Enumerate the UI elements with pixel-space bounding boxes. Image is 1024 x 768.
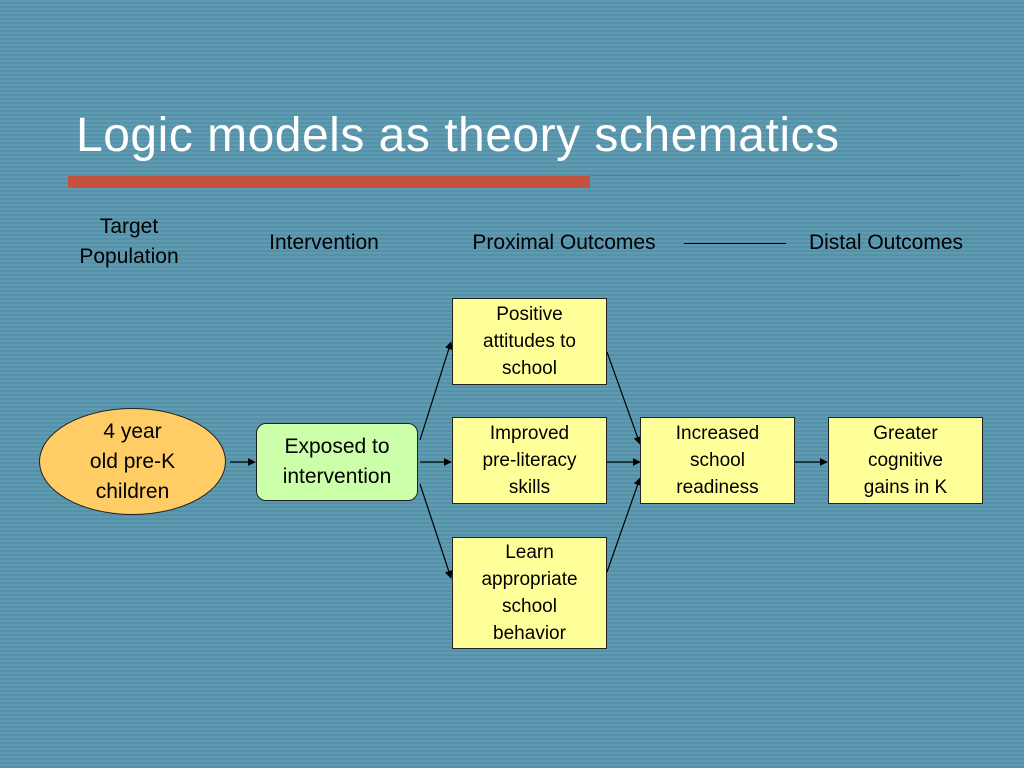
- arrow-exposed-to-behavior: [419, 483, 453, 579]
- node-target-population: 4 year old pre-K children: [39, 408, 226, 515]
- title-underline-thick: [68, 176, 590, 188]
- node-intervention: Exposed to intervention: [256, 423, 418, 501]
- node-school-readiness: Increased school readiness: [640, 417, 795, 504]
- node-cognitive-gains: Greater cognitive gains in K: [828, 417, 983, 504]
- node-positive-attitudes: Positive attitudes to school: [452, 298, 607, 385]
- node-pre-literacy-label: Improved pre-literacy skills: [482, 423, 577, 498]
- header-distal-outcomes: Distal Outcomes: [808, 231, 964, 254]
- header-target-population: Target Population: [79, 215, 179, 268]
- node-school-readiness-label: Increased school readiness: [675, 423, 760, 498]
- node-target-population-label: 4 year old pre-K children: [89, 419, 176, 503]
- arrow-exposed-to-attitudes: [419, 341, 453, 441]
- header-connector-line: [684, 243, 786, 244]
- node-cognitive-gains-label: Greater cognitive gains in K: [863, 423, 948, 498]
- node-school-behavior-label: Learn appropriate school behavior: [481, 542, 578, 644]
- node-intervention-label: Exposed to intervention: [282, 435, 392, 488]
- title-underline-thin: [590, 175, 960, 176]
- arrow-attitudes-to-readiness: [606, 351, 642, 445]
- node-positive-attitudes-label: Positive attitudes to school: [483, 304, 576, 379]
- header-proximal-outcomes: Proximal Outcomes: [472, 231, 656, 254]
- header-intervention: Intervention: [269, 231, 379, 254]
- node-school-behavior: Learn appropriate school behavior: [452, 537, 607, 649]
- slide-title: Logic models as theory schematics: [76, 109, 840, 162]
- node-pre-literacy: Improved pre-literacy skills: [452, 417, 607, 504]
- arrow-behavior-to-readiness: [606, 477, 642, 573]
